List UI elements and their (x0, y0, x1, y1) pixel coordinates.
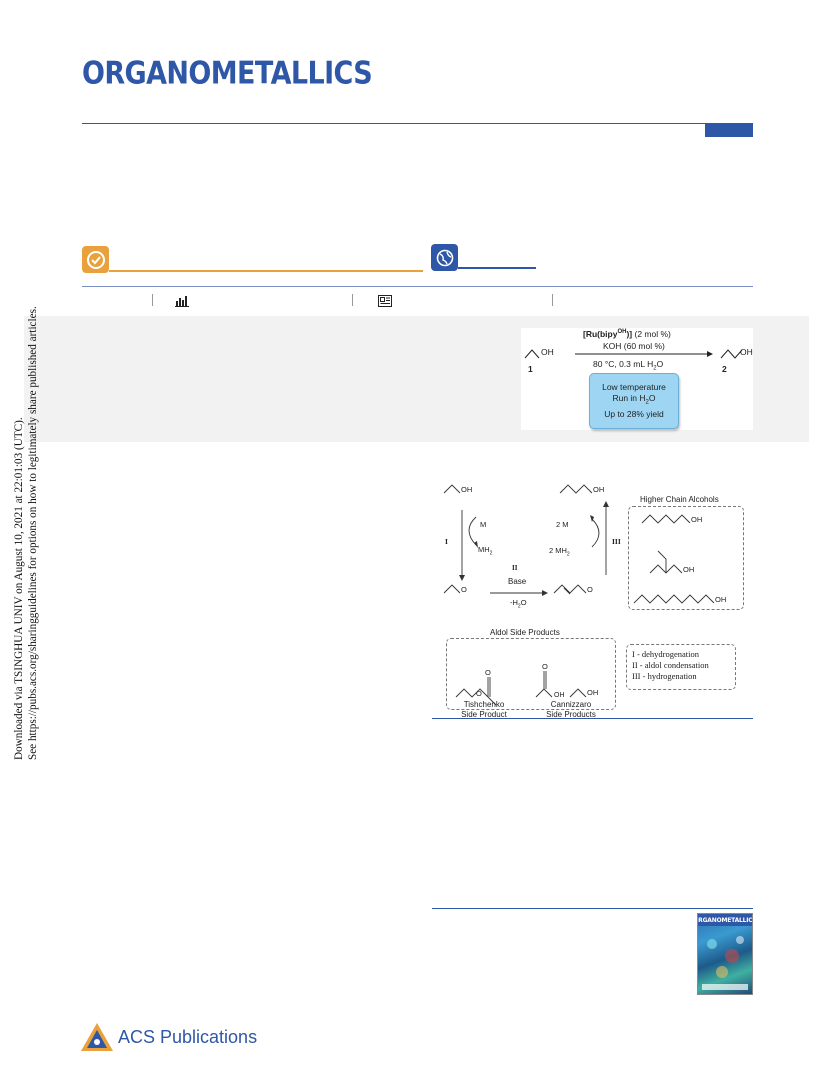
toc-highlights-box: Low temperature Run in H2O Up to 28% yie… (589, 373, 679, 429)
toc-product-number: 2 (722, 364, 727, 374)
ethylhexanol-oh: OH (683, 565, 695, 574)
two-m-label: 2 M (556, 520, 569, 529)
legend-box (626, 644, 736, 690)
water-loss-label: -H2O (510, 598, 527, 610)
journal-logo[interactable]: ORGANOMETALLICS (82, 56, 373, 92)
toc-highlight-water: Run in H2O (612, 393, 656, 406)
hexanol-oh: OH (691, 515, 703, 524)
step-ii-label: II (512, 564, 518, 572)
blue-rule (458, 267, 536, 269)
header-rule (82, 123, 753, 124)
figure-bottom-rule (432, 718, 753, 719)
toc-product-oh: OH (740, 347, 753, 357)
globe-badge-icon[interactable] (431, 244, 458, 271)
base-label: Base (508, 577, 527, 586)
acs-logo-icon[interactable] (80, 1022, 114, 1057)
legend-dehydrogenation: I - dehydrogenation (632, 649, 700, 659)
cover-title: ORGANOMETALLICS (698, 914, 752, 926)
legend: I - dehydrogenation II - aldol condensat… (632, 649, 709, 682)
publisher-name[interactable]: ACS Publications (118, 1027, 258, 1047)
metrics-divider (152, 294, 153, 306)
orange-rule (109, 270, 423, 272)
check-badge-icon[interactable] (82, 246, 109, 273)
higher-alcohols-box (628, 506, 744, 610)
metrics-icon[interactable] (175, 294, 189, 312)
metrics-top-rule (82, 286, 753, 287)
guerbet-scheme: OH OH I M MH2 2 M 2 MH2 III II Base -H2O… (432, 475, 754, 719)
step-i-label: I (445, 537, 448, 546)
toc-reactant-number: 1 (528, 364, 533, 374)
download-notice: Downloaded via TSINGHUA UNIV on August 1… (13, 306, 39, 760)
ethanol-oh: OH (461, 485, 473, 494)
metrics-divider (352, 294, 353, 306)
aldol-side-products-title: Aldol Side Products (490, 628, 560, 637)
acid-carbonyl-o: O (542, 662, 548, 671)
journal-cover[interactable]: ORGANOMETALLICS (697, 913, 753, 995)
toc-structures (524, 349, 743, 359)
aldehyde-o: O (461, 585, 467, 594)
ester-oxygen-o: O (476, 689, 482, 698)
metrics-divider (552, 294, 553, 306)
toc-base: KOH (60 mol %) (603, 341, 665, 351)
legend-hydrogenation: III - hydrogenation (632, 671, 697, 681)
mh2-label: MH2 (478, 545, 493, 557)
acid-oh: OH (554, 692, 565, 699)
toc-highlight-temperature: Low temperature (602, 382, 666, 392)
crotonaldehyde-o: O (587, 585, 593, 594)
butanol-oh: OH (593, 485, 605, 494)
toc-catalyst: [Ru(bipyOH)] (2 mol %) (583, 329, 671, 339)
legend-aldol-condensation: II - aldol condensation (632, 660, 709, 670)
toc-highlight-yield: Up to 28% yield (604, 408, 664, 419)
two-mh2-label: 2 MH2 (549, 546, 570, 558)
cover-artwork (702, 936, 748, 990)
side-ethanol-oh: OH (587, 688, 599, 697)
aldol-side-products-box (446, 638, 616, 710)
toc-graphic: OH 1 OH 2 [Ru(bipyOH)] (2 mol %) KOH (60… (521, 328, 753, 430)
metal-label: M (480, 520, 487, 529)
scheme-structures (443, 484, 715, 706)
higher-alcohols-title: Higher Chain Alcohols (640, 495, 719, 504)
cover-section-rule (432, 908, 753, 909)
ester-carbonyl-o: O (485, 668, 491, 677)
article-recommendations-icon[interactable] (378, 294, 392, 312)
toc-conditions: 80 °C, 0.3 mL H2O (593, 359, 664, 372)
octanol-oh: OH (715, 595, 727, 604)
header-tab (705, 123, 753, 137)
toc-reactant-oh: OH (541, 347, 554, 357)
step-iii-label: III (612, 537, 621, 546)
